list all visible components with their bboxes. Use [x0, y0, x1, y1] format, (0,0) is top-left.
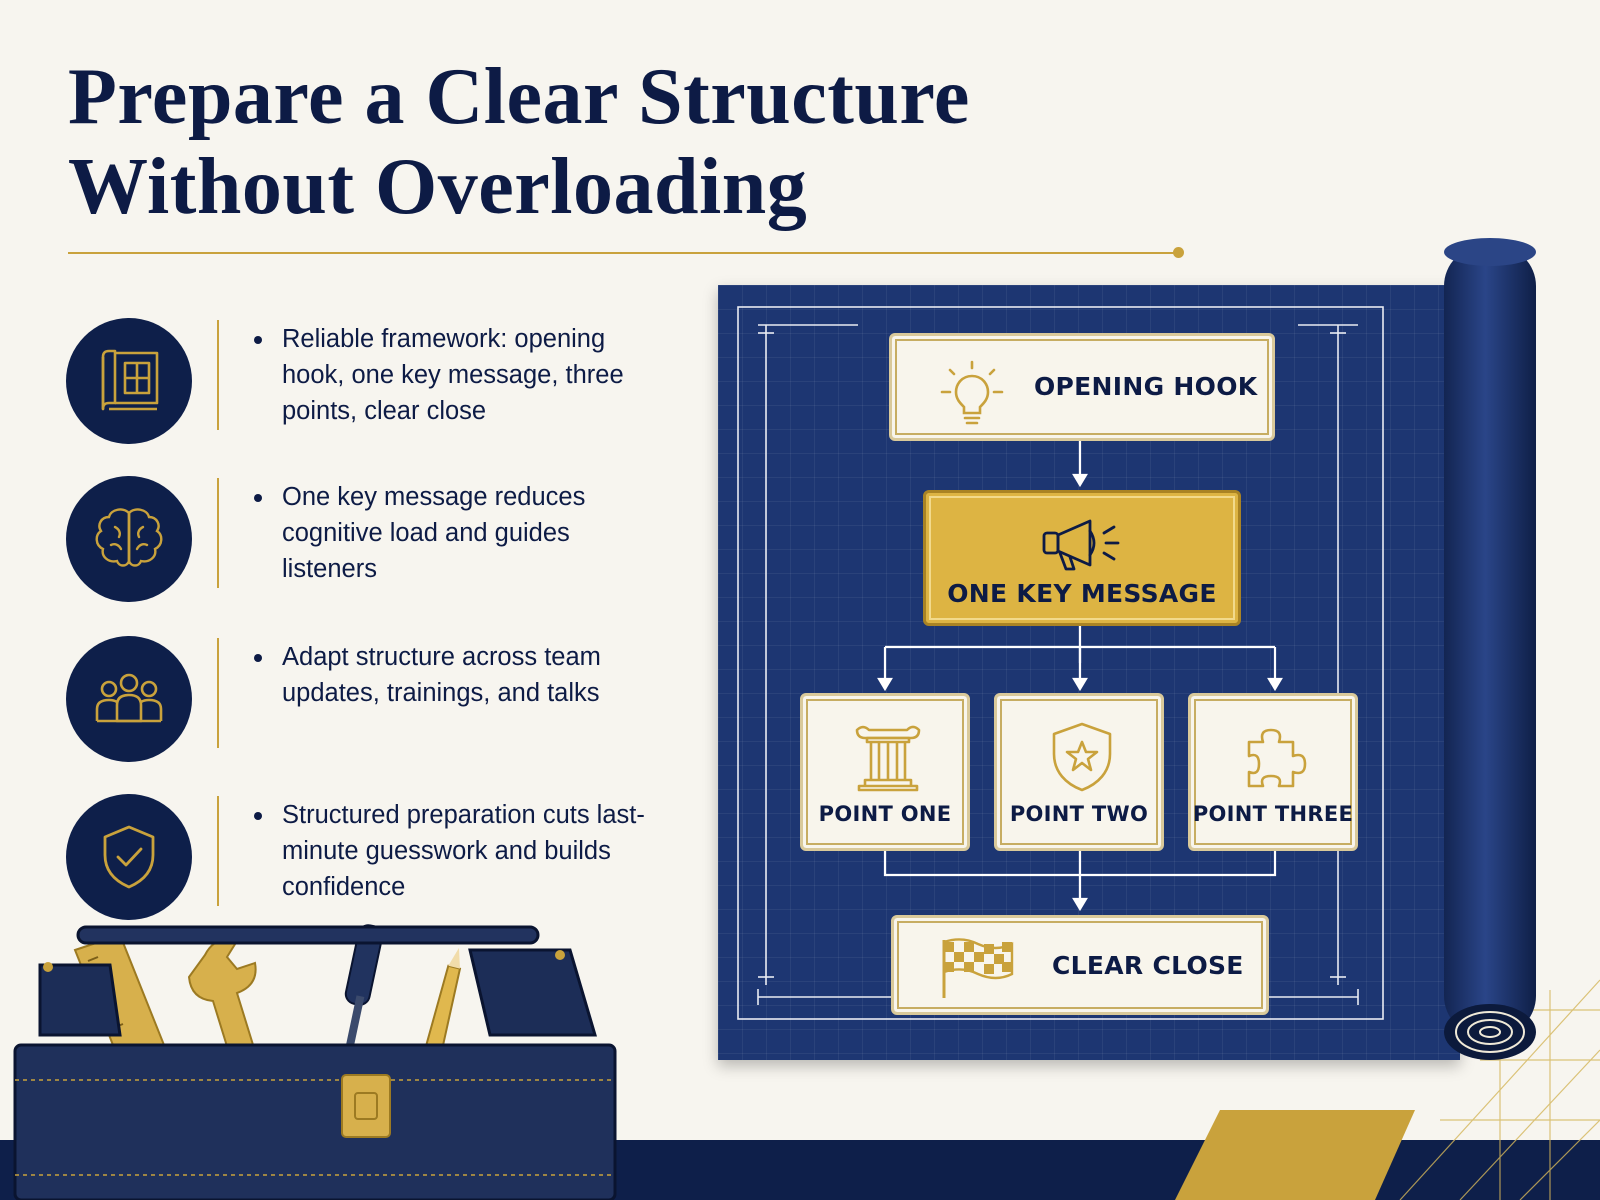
bullet-divider [217, 320, 219, 430]
key-message-box: ONE KEY MESSAGE [923, 490, 1241, 626]
paper-roll [1444, 238, 1536, 1060]
blueprint-frame-lines [737, 306, 1384, 1020]
bullet-item-framework: Reliable framework: opening hook, one ke… [66, 318, 666, 448]
bullet-dot [254, 336, 262, 344]
opening-hook-label: OPENING HOOK [1034, 372, 1258, 401]
point-one-label: POINT ONE [818, 802, 952, 826]
puzzle-icon [1247, 728, 1307, 788]
megaphone-icon [1042, 519, 1120, 571]
toolbox-illustration [13, 924, 617, 1200]
gold-accent-shape [1175, 1110, 1415, 1200]
column-icon [855, 725, 921, 792]
toolbox-body [13, 925, 617, 1200]
bullet-text: Reliable framework: opening hook, one ke… [282, 325, 624, 425]
key-message-label: ONE KEY MESSAGE [947, 579, 1217, 608]
point-two-label: POINT TWO [1009, 802, 1149, 826]
point-two-box: POINT TWO [994, 693, 1164, 851]
bullet-dot [254, 812, 262, 820]
title-divider-dot [1173, 247, 1184, 258]
brain-icon [66, 476, 192, 602]
bullet-item-adapt: Adapt structure across team updates, tra… [66, 636, 666, 766]
shield-check-icon [66, 794, 192, 920]
bullet-text: Structured preparation cuts last-minute … [282, 801, 645, 901]
opening-hook-box: OPENING HOOK [889, 333, 1275, 441]
team-icon [66, 636, 192, 762]
point-one-box: POINT ONE [800, 693, 970, 851]
page-title: Prepare a Clear Structure Without Overlo… [68, 52, 1168, 232]
title-line-1: Prepare a Clear Structure [68, 53, 970, 141]
bullet-item-key-message: One key message reduces cognitive load a… [66, 476, 666, 606]
clear-close-box: CLEAR CLOSE [891, 915, 1269, 1015]
bullet-text: One key message reduces cognitive load a… [282, 483, 586, 583]
shield-star-icon [1052, 722, 1112, 792]
bullet-text: Adapt structure across team updates, tra… [282, 643, 601, 707]
bullet-divider [217, 796, 219, 906]
title-divider [68, 252, 1178, 254]
lightbulb-icon [940, 360, 1004, 425]
blueprint-paper: OPENING HOOK ONE KEY MESSAGE POINT ONE P… [718, 285, 1460, 1060]
bullet-divider [217, 478, 219, 588]
point-three-label: POINT THREE [1192, 802, 1354, 826]
decorative-grid-lines [1399, 979, 1600, 1200]
bullet-dot [254, 494, 262, 502]
bullet-dot [254, 654, 262, 662]
title-line-2: Without Overloading [68, 143, 808, 231]
point-three-box: POINT THREE [1188, 693, 1358, 851]
bullet-divider [217, 638, 219, 748]
clear-close-label: CLEAR CLOSE [1052, 951, 1244, 980]
bullet-item-preparation: Structured preparation cuts last-minute … [66, 794, 666, 924]
checkered-flag-icon [942, 938, 1014, 998]
blueprint-icon [66, 318, 192, 444]
